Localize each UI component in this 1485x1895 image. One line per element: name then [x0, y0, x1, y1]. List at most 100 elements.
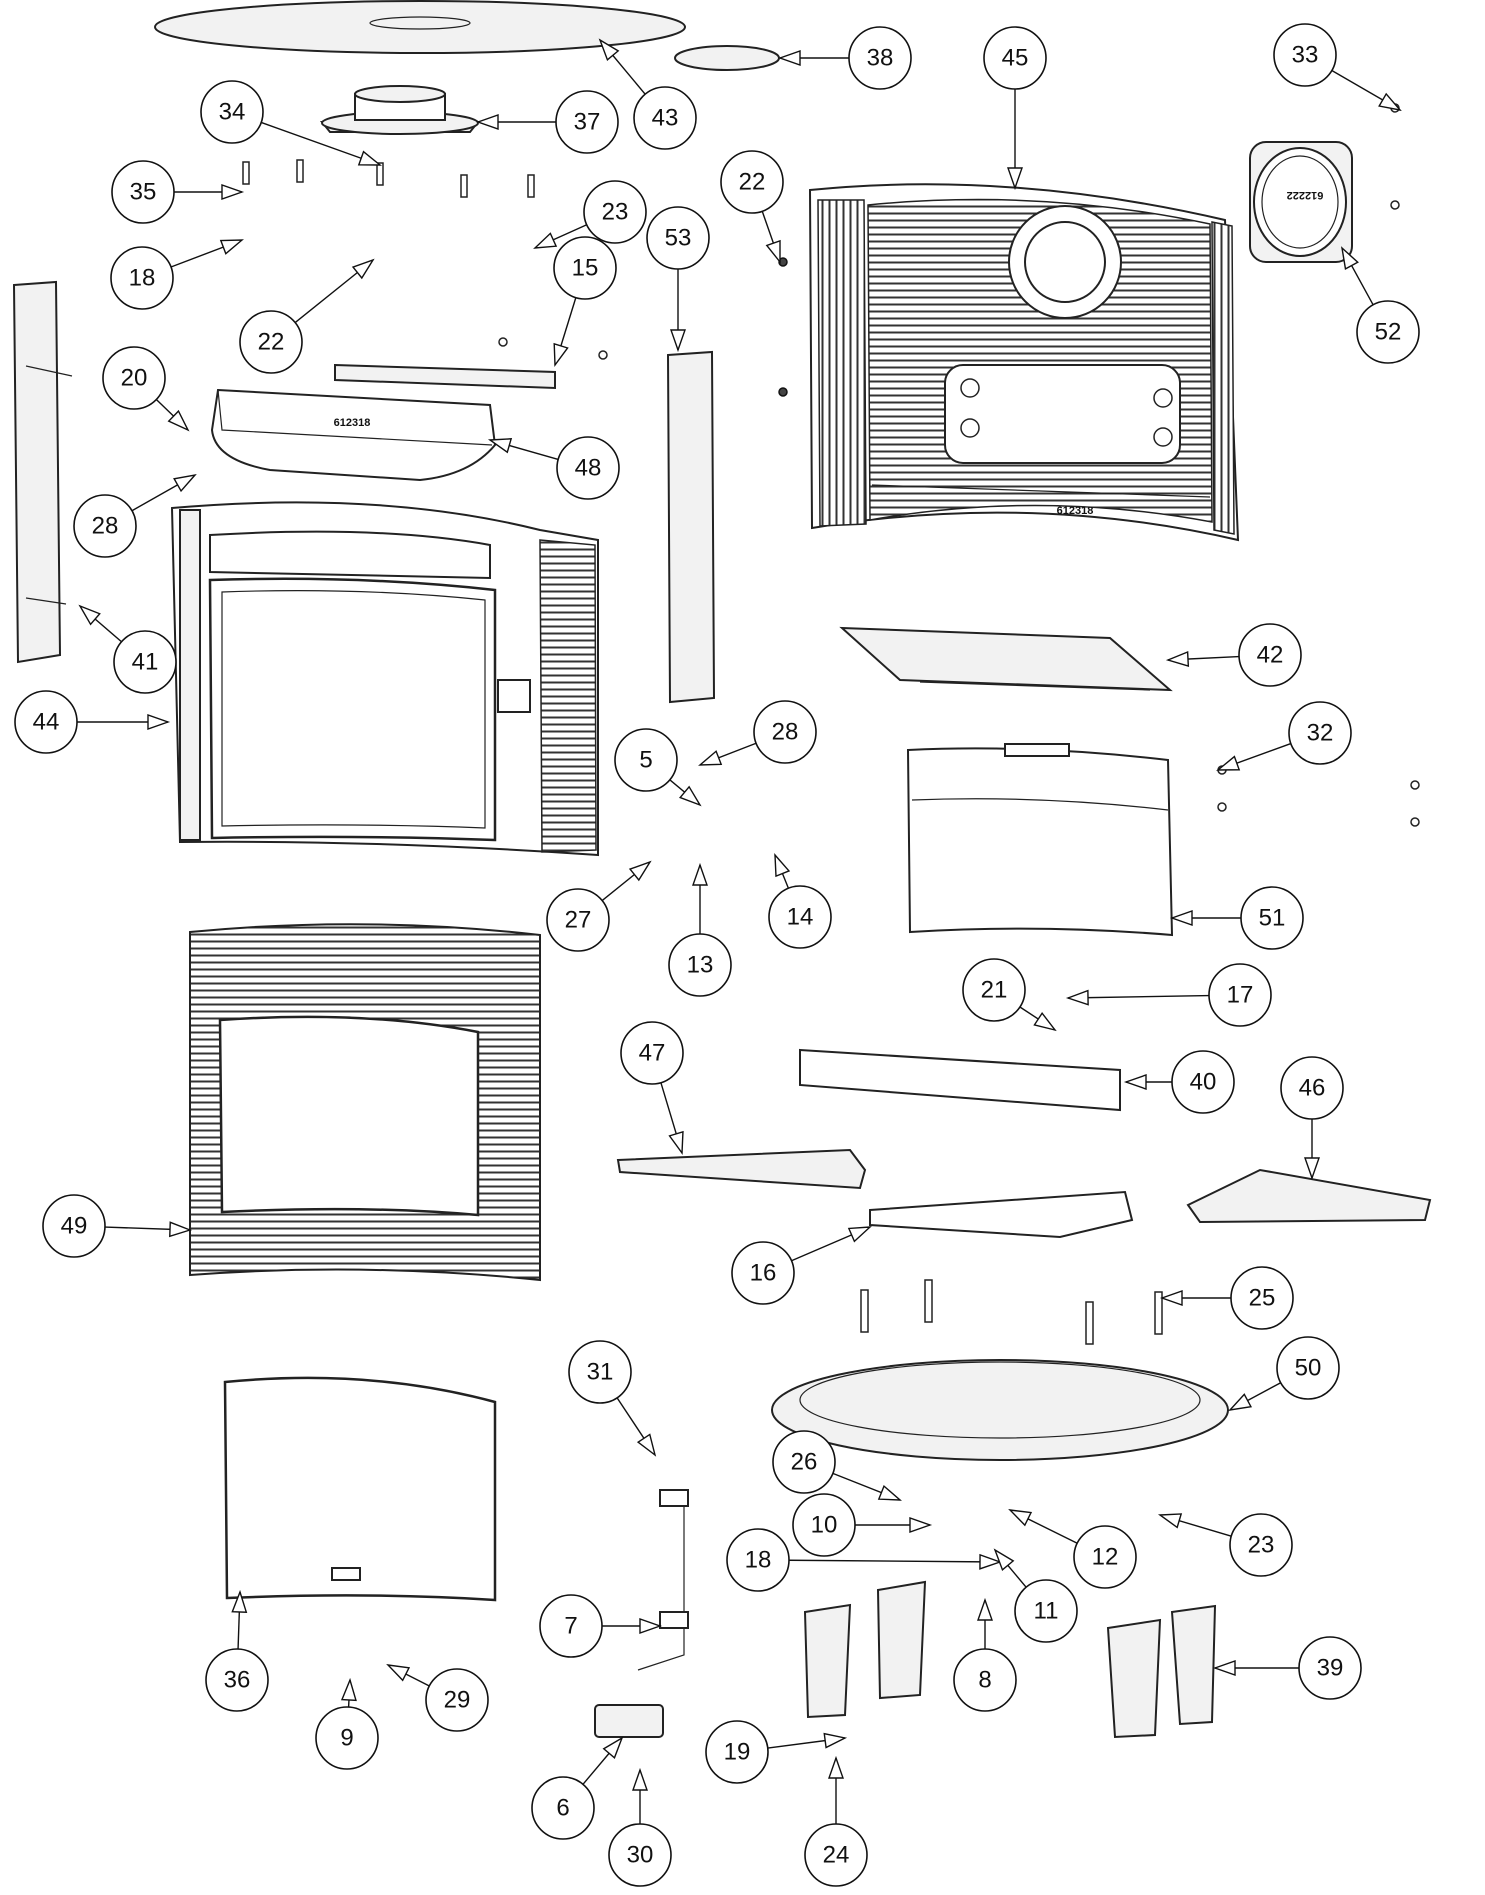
- part-top-plate: [154, 0, 686, 54]
- callout-circle: [1240, 886, 1304, 950]
- callout-31: 31: [568, 1340, 657, 1457]
- callout-41: 41: [78, 604, 177, 694]
- callout-15: 15: [553, 236, 617, 368]
- leader-arrowhead: [1378, 92, 1402, 112]
- callout-9: 9: [315, 1677, 379, 1770]
- callout-48: 48: [487, 436, 620, 500]
- leader-line: [260, 121, 381, 166]
- callout-circle: [553, 236, 617, 300]
- leader-arrowhead: [828, 1755, 844, 1779]
- part-side-panel-left: [12, 280, 73, 664]
- part-grate-right: [1186, 1168, 1432, 1224]
- part-grate-left: [616, 1148, 867, 1190]
- flue-ring-stamp: 612222: [1287, 189, 1324, 201]
- leader-arrowhead: [147, 714, 171, 730]
- part-flue-collar: [319, 85, 481, 135]
- callout-label: 10: [811, 1512, 838, 1539]
- part-ash-pan: [869, 1190, 1134, 1239]
- callout-50: 50: [1228, 1336, 1340, 1412]
- callout-13: 13: [668, 862, 732, 997]
- callout-label: 18: [129, 265, 156, 292]
- callout-43: 43: [598, 38, 697, 150]
- leader-arrowhead: [1123, 1074, 1147, 1090]
- callout-10: 10: [792, 1493, 933, 1557]
- callout-label: 38: [867, 45, 894, 72]
- callout-circle: [1280, 1056, 1344, 1120]
- leader-arrowhead: [1340, 246, 1359, 270]
- callout-49: 49: [42, 1194, 193, 1258]
- leader-arrowhead: [533, 232, 558, 249]
- callout-circle: [620, 1021, 684, 1085]
- callout-circle: [983, 26, 1047, 90]
- callout-label: 53: [665, 225, 692, 252]
- callout-circle: [113, 630, 177, 694]
- leader-arrowhead: [698, 750, 723, 766]
- callout-21: 21: [962, 958, 1057, 1032]
- callout-12: 12: [1008, 1509, 1137, 1589]
- callout-circle: [1298, 1636, 1362, 1700]
- callout-label: 15: [572, 255, 599, 282]
- leader-line: [788, 1559, 1001, 1563]
- callout-label: 52: [1375, 319, 1402, 346]
- leader-arrowhead: [1007, 167, 1023, 191]
- callout-circle: [1230, 1266, 1294, 1330]
- callout-27: 27: [546, 860, 652, 952]
- leader-arrowhead: [598, 38, 620, 62]
- part-flue-ring: 612222: [1249, 141, 1353, 263]
- callout-label: 5: [639, 747, 652, 774]
- callout-label: 27: [565, 907, 592, 934]
- leader-arrowhead: [823, 1732, 848, 1749]
- callout-circle: [1288, 701, 1352, 765]
- leader-arrowhead: [628, 860, 652, 882]
- callout-label: 17: [1227, 982, 1254, 1009]
- callout-circle: [546, 888, 610, 952]
- callout-label: 12: [1092, 1544, 1119, 1571]
- callout-label: 40: [1190, 1069, 1217, 1096]
- callout-circle: [633, 86, 697, 150]
- callout-circle: [102, 346, 166, 410]
- callout-circle: [1238, 623, 1302, 687]
- callout-circle: [962, 958, 1026, 1022]
- callout-6: 6: [531, 1736, 624, 1840]
- callout-51: 51: [1169, 886, 1304, 950]
- callout-28: 28: [73, 473, 197, 558]
- leader-arrowhead: [668, 1130, 684, 1156]
- callout-label: 31: [587, 1359, 614, 1386]
- callout-label: 51: [1259, 905, 1286, 932]
- leader-arrowhead: [169, 1221, 193, 1238]
- leader-arrowhead: [977, 1597, 993, 1621]
- callout-circle: [531, 1776, 595, 1840]
- callout-label: 47: [639, 1040, 666, 1067]
- callout-label: 36: [224, 1667, 251, 1694]
- callout-circle: [315, 1706, 379, 1770]
- leader-arrowhead: [1165, 651, 1190, 667]
- callout-label: 11: [1034, 1598, 1059, 1625]
- callout-label: 37: [574, 109, 601, 136]
- callout-label: 49: [61, 1213, 88, 1240]
- callout-label: 43: [652, 105, 679, 132]
- callout-label: 21: [981, 977, 1008, 1004]
- leader-arrowhead: [774, 853, 791, 878]
- callout-23: 23: [533, 180, 647, 249]
- callout-label: 44: [33, 709, 60, 736]
- callout-32: 32: [1216, 701, 1352, 771]
- callout-52: 52: [1340, 246, 1420, 364]
- part-cover-disc: [674, 45, 780, 71]
- part-side-panel-center: [666, 350, 716, 704]
- part-back-panel: 612318: [808, 183, 1240, 542]
- part-legs: [803, 1580, 1217, 1739]
- leader-arrowhead: [692, 862, 708, 886]
- part-fasteners: [242, 103, 1420, 1345]
- callout-circle: [111, 160, 175, 224]
- callout-label: 19: [724, 1739, 751, 1766]
- callout-circle: [614, 728, 678, 792]
- callout-circle: [753, 700, 817, 764]
- callout-circle: [608, 1823, 672, 1887]
- leader-arrowhead: [173, 473, 197, 493]
- leader-arrowhead: [636, 1433, 657, 1457]
- leader-arrowhead: [670, 329, 686, 353]
- callout-circle: [731, 1241, 795, 1305]
- leader-arrowhead: [78, 604, 101, 626]
- leader-arrowhead: [1008, 1509, 1033, 1527]
